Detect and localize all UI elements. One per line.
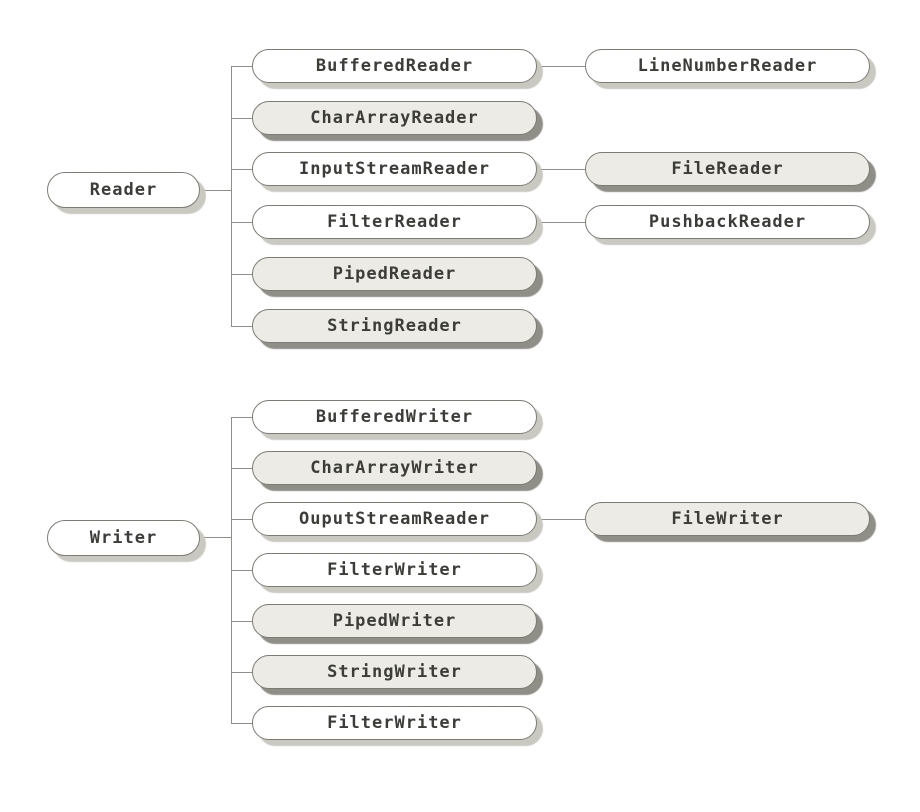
node-label: CharArrayReader (310, 108, 479, 128)
node-label: FilterWriter (327, 713, 462, 733)
connector-ouputstreamreader-filewriter (537, 519, 585, 520)
node-label: FileWriter (671, 509, 784, 529)
connector-stub (231, 468, 252, 469)
connector-writer-root (200, 537, 232, 538)
node-label: PipedReader (332, 264, 457, 284)
connector-stub (231, 621, 252, 622)
node-piped-writer: PipedWriter (252, 604, 537, 638)
node-label: InputStreamReader (299, 159, 490, 179)
node-ouput-stream-reader: OuputStreamReader (252, 502, 537, 536)
node-piped-reader: PipedReader (252, 257, 537, 291)
node-label: StringReader (327, 316, 462, 336)
node-label: BufferedReader (315, 56, 474, 76)
node-input-stream-reader: InputStreamReader (252, 152, 537, 186)
connector-stub (231, 66, 252, 67)
connector-stub (231, 519, 252, 520)
connector-stub (231, 723, 252, 724)
connector-bufferedreader-linenumberreader (537, 66, 585, 67)
node-label: FileReader (671, 159, 784, 179)
node-writer: Writer (47, 520, 200, 556)
node-filter-reader: FilterReader (252, 205, 537, 239)
node-filter-writer-2: FilterWriter (252, 706, 537, 740)
node-label: Writer (89, 528, 158, 548)
node-reader: Reader (47, 172, 200, 208)
connector-stub (231, 118, 252, 119)
node-char-array-reader: CharArrayReader (252, 101, 537, 135)
node-label: LineNumberReader (637, 56, 818, 76)
node-label: BufferedWriter (315, 407, 474, 427)
node-file-writer: FileWriter (585, 502, 870, 536)
connector-stub (231, 417, 252, 418)
node-label: Reader (89, 180, 158, 200)
node-string-reader: StringReader (252, 309, 537, 343)
node-char-array-writer: CharArrayWriter (252, 451, 537, 485)
node-label: FilterReader (327, 212, 462, 232)
connector-inputstreamreader-filereader (537, 169, 585, 170)
node-buffered-reader: BufferedReader (252, 49, 537, 83)
node-file-reader: FileReader (585, 152, 870, 186)
connector-stub (231, 672, 252, 673)
node-label: FilterWriter (327, 560, 462, 580)
connector-filterreader-pushbackreader (537, 222, 585, 223)
connector-stub (231, 326, 252, 327)
connector-reader-root (200, 190, 232, 191)
node-line-number-reader: LineNumberReader (585, 49, 870, 83)
node-pushback-reader: PushbackReader (585, 205, 870, 239)
connector-stub (231, 169, 252, 170)
node-buffered-writer: BufferedWriter (252, 400, 537, 434)
connector-stub (231, 570, 252, 571)
node-label: OuputStreamReader (299, 509, 490, 529)
connector-stub (231, 222, 252, 223)
node-label: PipedWriter (332, 611, 457, 631)
node-label: StringWriter (327, 662, 462, 682)
node-label: CharArrayWriter (310, 458, 479, 478)
node-string-writer: StringWriter (252, 655, 537, 689)
connector-reader-trunk (231, 66, 232, 326)
node-filter-writer: FilterWriter (252, 553, 537, 587)
connector-stub (231, 274, 252, 275)
node-label: PushbackReader (648, 212, 807, 232)
